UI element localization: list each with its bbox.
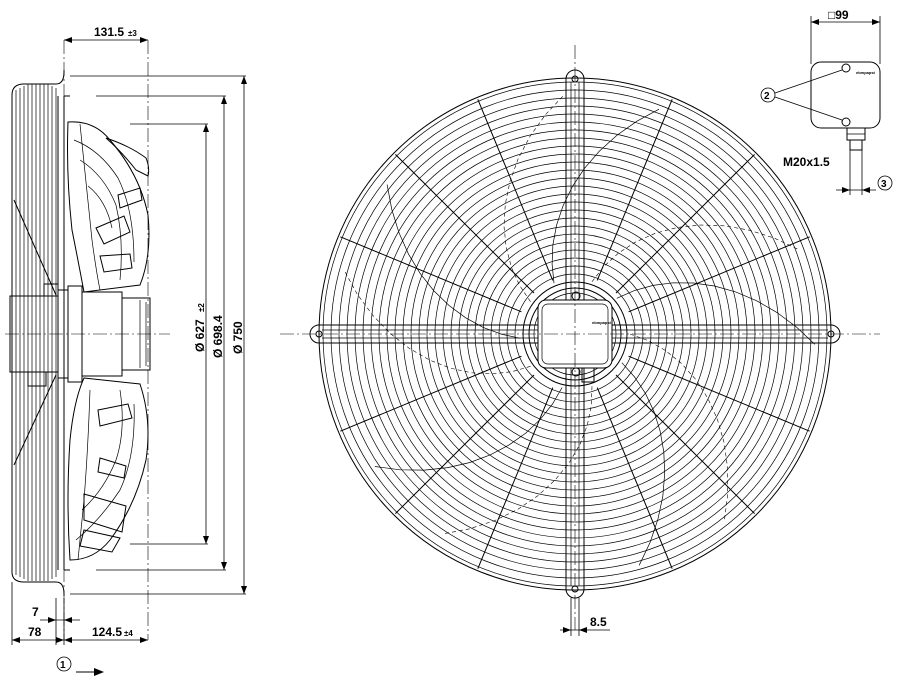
front-view: ebmpapst 8.5 <box>280 45 880 636</box>
blade-edge <box>374 387 563 471</box>
dim-dia-mid: Ø 698.4 <box>211 315 225 358</box>
dim-bracket-width: 8.5 <box>590 615 607 629</box>
dim-mount-depth: 131.5 <box>94 25 124 39</box>
callout-1-label: 1 <box>60 660 66 671</box>
guard-spoke <box>477 387 554 569</box>
guard-spoke <box>596 387 673 569</box>
upper-blade <box>67 121 150 293</box>
callout-2-circle <box>760 87 776 103</box>
callout-2-label: 2 <box>764 91 770 102</box>
blade-edge <box>442 386 593 535</box>
dim-box-size: □99 <box>828 8 849 22</box>
guard-spokes <box>340 99 810 569</box>
blade-edge <box>551 108 660 284</box>
dim-depth-lower-tol: ±4 <box>124 629 133 638</box>
guard-spoke <box>628 236 810 313</box>
callout-1-circle <box>56 656 72 672</box>
terminal-box-detail: □99 ebmpapst M20x1.5 2 3 <box>760 8 893 195</box>
dim-depth-lower: 124.5 <box>92 625 122 639</box>
side-guard-ribs <box>11 70 70 596</box>
guard-spoke <box>395 374 535 514</box>
side-view <box>5 40 170 640</box>
terminal-box <box>810 61 881 129</box>
blade-edge <box>386 184 521 339</box>
guard-spoke <box>477 99 554 281</box>
callout-3-circle <box>877 175 893 191</box>
guard-spoke <box>340 236 522 313</box>
blade-edge <box>621 362 666 566</box>
motor-hub-side <box>9 283 151 387</box>
dim-mount-depth-tol: ±3 <box>128 29 137 38</box>
box-brand: ebmpapst <box>856 70 876 75</box>
blade-edge <box>343 269 531 375</box>
dim-dia-inner: Ø 627 <box>193 319 207 352</box>
blade-edge <box>616 282 816 345</box>
dim-dia-outer: Ø 750 <box>231 321 245 354</box>
guard-spoke <box>615 374 755 514</box>
blade-edge <box>503 93 566 302</box>
dim-cable-gland: M20x1.5 <box>783 155 830 169</box>
dim-dia-inner-tol: ±2 <box>197 303 206 312</box>
front-blades <box>343 93 816 566</box>
callout-3-label: 3 <box>881 179 887 190</box>
blade-edge <box>629 333 729 523</box>
hub-brand: ebmpapst <box>592 320 612 325</box>
lower-blade <box>67 377 149 561</box>
guard-spoke <box>596 99 673 281</box>
guard-spoke <box>340 355 522 432</box>
guard-spoke <box>628 355 810 432</box>
guard-spoke <box>395 154 535 294</box>
guard-spoke <box>615 154 755 294</box>
dim-offset-total: 78 <box>28 625 42 639</box>
side-dimensions: 131.5 ±3 Ø 627 ±2 Ø 698.4 Ø 750 7 <box>11 25 247 676</box>
blade-edge <box>591 224 801 282</box>
dim-offset-small: 7 <box>32 605 39 619</box>
